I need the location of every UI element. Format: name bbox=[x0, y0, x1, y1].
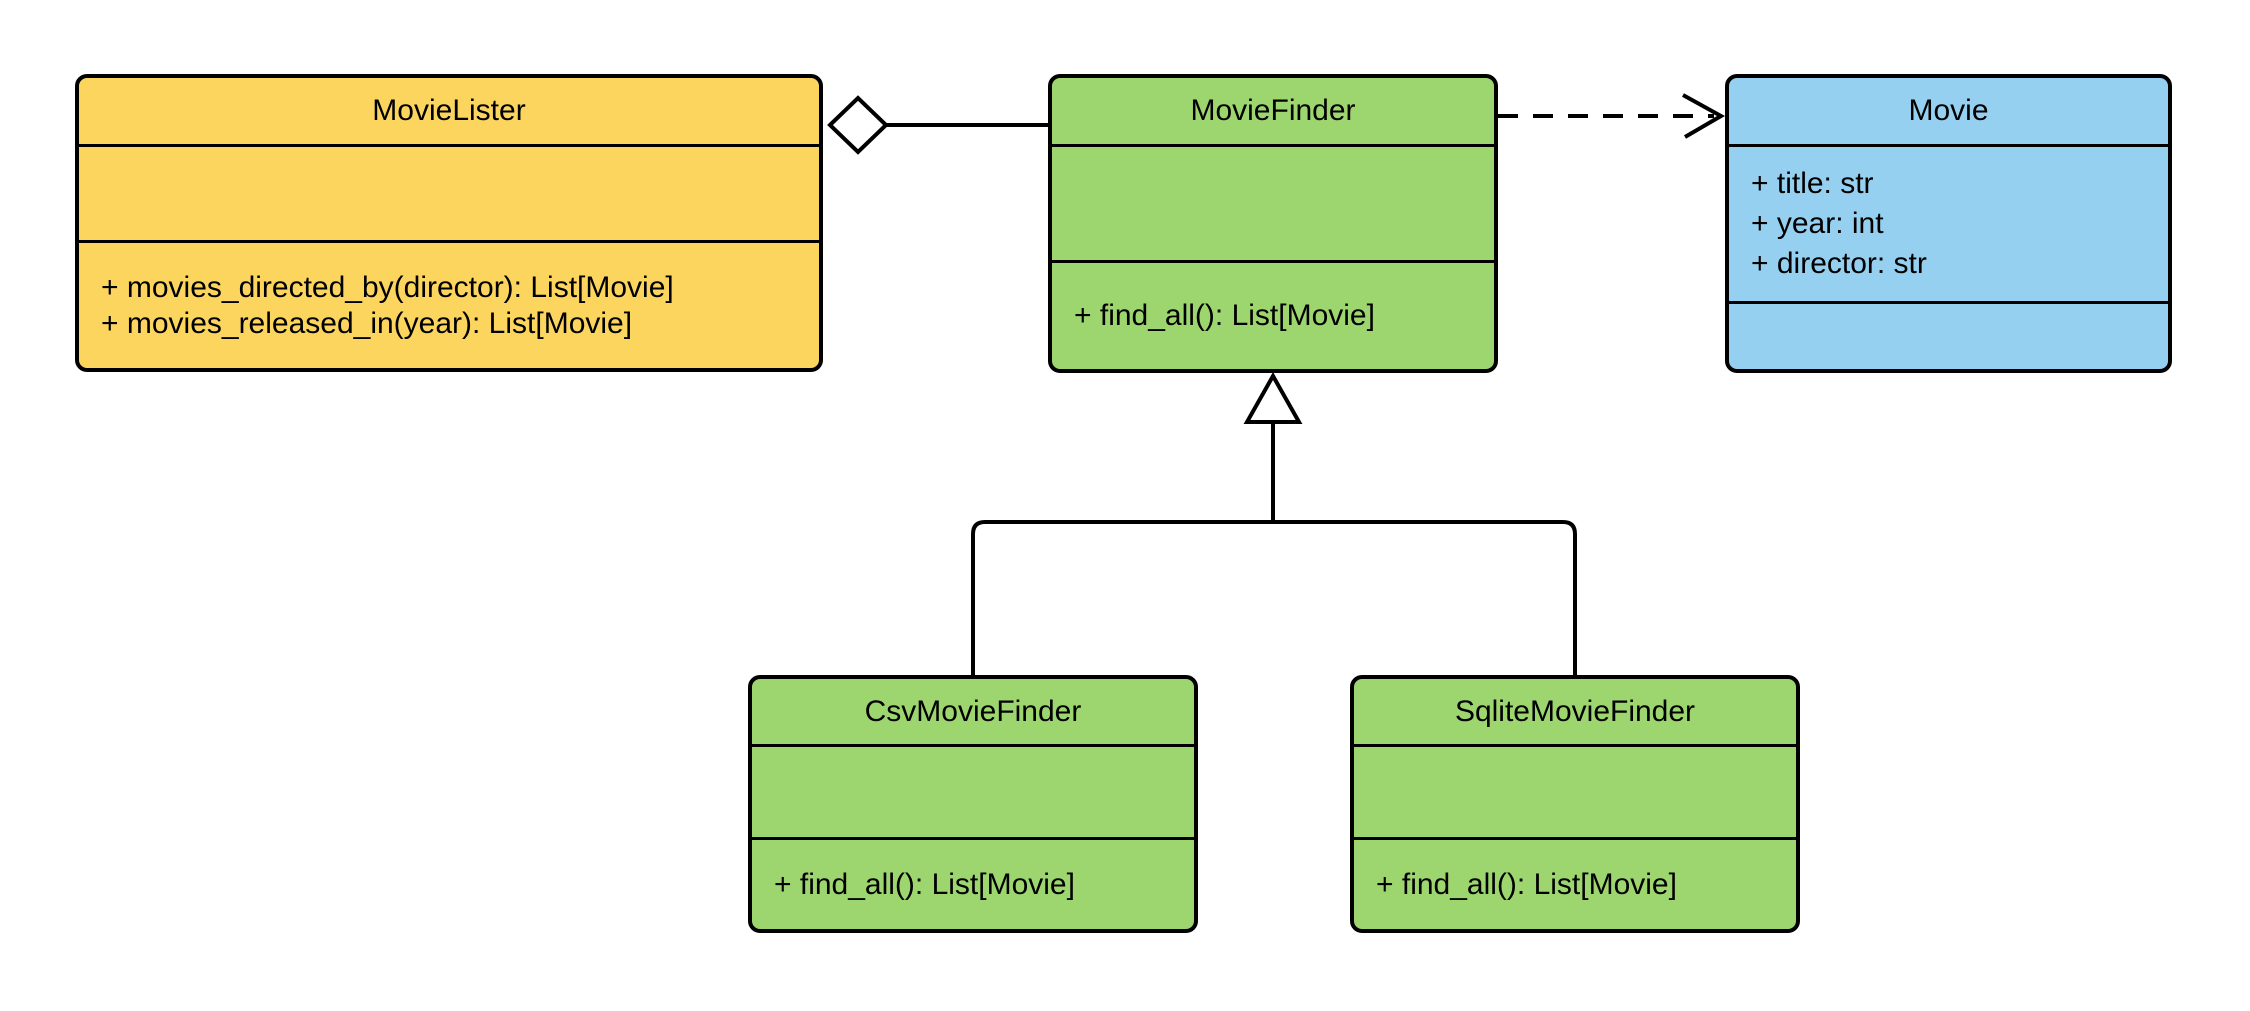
class-box-csvmoviefinder: CsvMovieFinder + find_all(): List[Movie] bbox=[748, 675, 1198, 933]
class-box-sqlitemoviefinder: SqliteMovieFinder + find_all(): List[Mov… bbox=[1350, 675, 1800, 933]
dependency-open-arrowhead bbox=[1682, 93, 1726, 139]
inheritance-branch-path bbox=[971, 520, 1577, 675]
methods-compartment bbox=[1729, 304, 2168, 369]
attributes-compartment bbox=[752, 747, 1194, 840]
methods-compartment: + find_all(): List[Movie] bbox=[1052, 263, 1494, 369]
class-title: SqliteMovieFinder bbox=[1354, 679, 1796, 747]
class-title: MovieLister bbox=[79, 78, 819, 147]
method-label: + movies_released_in(year): List[Movie] bbox=[101, 306, 633, 340]
attribute-label: + title: str bbox=[1751, 167, 1874, 200]
method-label: + find_all(): List[Movie] bbox=[774, 867, 1075, 901]
inheritance-hollow-triangle bbox=[1243, 371, 1303, 424]
methods-compartment: + find_all(): List[Movie] bbox=[752, 840, 1194, 929]
attributes-compartment bbox=[1354, 747, 1796, 840]
class-title: Movie bbox=[1729, 78, 2168, 147]
method-label: + movies_directed_by(director): List[Mov… bbox=[101, 270, 674, 304]
class-box-moviefinder: MovieFinder + find_all(): List[Movie] bbox=[1048, 74, 1498, 373]
attribute-label: + year: int bbox=[1751, 207, 1884, 240]
attributes-compartment bbox=[79, 147, 819, 243]
attributes-compartment: + title: str + year: int + director: str bbox=[1729, 147, 2168, 304]
class-title: MovieFinder bbox=[1052, 78, 1494, 147]
attribute-label: + director: str bbox=[1751, 247, 1927, 280]
class-box-movie: Movie + title: str + year: int + directo… bbox=[1725, 74, 2172, 373]
method-label: + find_all(): List[Movie] bbox=[1074, 299, 1375, 332]
methods-compartment: + find_all(): List[Movie] bbox=[1354, 840, 1796, 929]
aggregation-diamond bbox=[827, 95, 889, 155]
methods-compartment: + movies_directed_by(director): List[Mov… bbox=[79, 243, 819, 368]
method-label: + find_all(): List[Movie] bbox=[1376, 867, 1677, 901]
class-title: CsvMovieFinder bbox=[752, 679, 1194, 747]
class-box-movielister: MovieLister + movies_directed_by(directo… bbox=[75, 74, 823, 372]
attributes-compartment bbox=[1052, 147, 1494, 263]
